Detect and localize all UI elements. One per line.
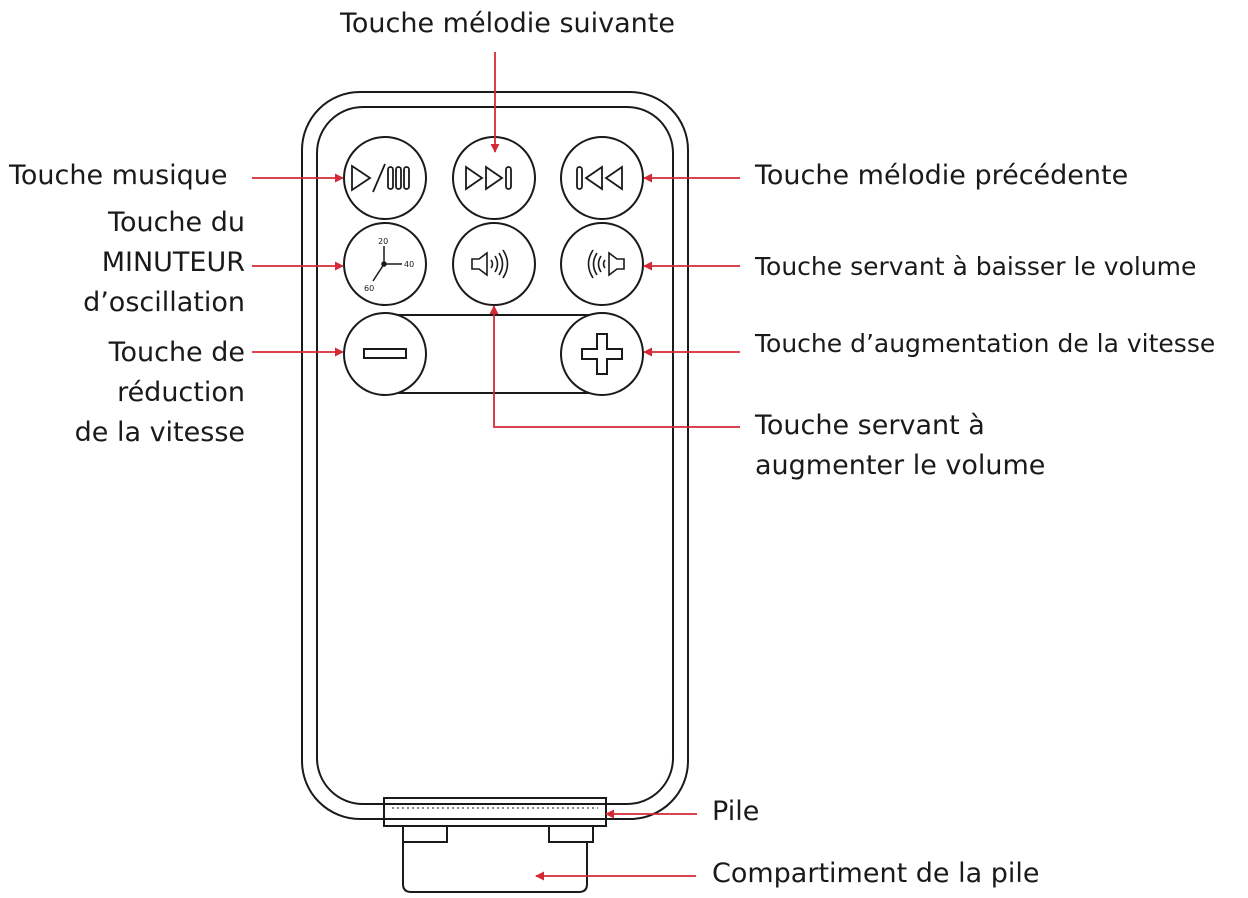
previous-melody-button[interactable] — [560, 136, 644, 220]
label-music: Touche musique — [9, 160, 228, 191]
label-timer: Touche du MINUTEUR d’oscillation — [83, 203, 245, 323]
speed-up-button[interactable] — [560, 312, 644, 396]
label-timer-line1: Touche du — [108, 207, 245, 238]
label-volume-up-line1: Touche servant à — [755, 410, 985, 441]
minus-icon — [363, 348, 407, 359]
speed-down-button[interactable] — [343, 312, 427, 396]
volume-down-button[interactable] — [560, 222, 644, 306]
label-battery-compartment: Compartiment de la pile — [712, 858, 1040, 889]
label-next-melody: Touche mélodie suivante — [340, 8, 675, 39]
label-battery: Pile — [712, 796, 760, 827]
label-volume-down: Touche servant à baisser le volume — [755, 252, 1197, 281]
play-pause-icon — [351, 163, 410, 193]
battery — [383, 797, 607, 827]
label-timer-line3: d’oscillation — [83, 287, 245, 318]
arrow-volume-up — [489, 305, 740, 428]
label-speed-down: Touche de réduction de la vitesse — [75, 333, 245, 453]
next-track-icon — [465, 165, 512, 191]
timer-button[interactable]: 20 40 60 — [343, 222, 427, 306]
previous-track-icon — [576, 165, 623, 191]
timer-mark-right: 40 — [404, 260, 414, 269]
label-volume-up-line2: augmenter le volume — [755, 450, 1046, 481]
label-speed-down-line3: de la vitesse — [74, 417, 245, 448]
battery-compartment — [402, 825, 594, 893]
play-pause-button[interactable] — [343, 136, 427, 220]
label-previous-melody: Touche mélodie précédente — [755, 160, 1129, 191]
label-volume-up: Touche servant à augmenter le volume — [755, 406, 1045, 486]
clock-icon — [372, 246, 402, 282]
label-speed-down-line1: Touche de — [108, 337, 245, 368]
timer-mark-bottom: 60 — [364, 284, 374, 293]
volume-up-icon — [471, 249, 509, 279]
next-melody-button[interactable] — [452, 136, 536, 220]
label-speed-down-line2: réduction — [117, 377, 245, 408]
label-timer-line2: MINUTEUR — [101, 247, 245, 278]
plus-icon — [581, 333, 623, 375]
volume-down-icon — [587, 249, 625, 279]
timer-mark-top: 20 — [378, 237, 388, 246]
volume-up-button[interactable] — [452, 222, 536, 306]
label-speed-up: Touche d’augmentation de la vitesse — [755, 329, 1216, 358]
